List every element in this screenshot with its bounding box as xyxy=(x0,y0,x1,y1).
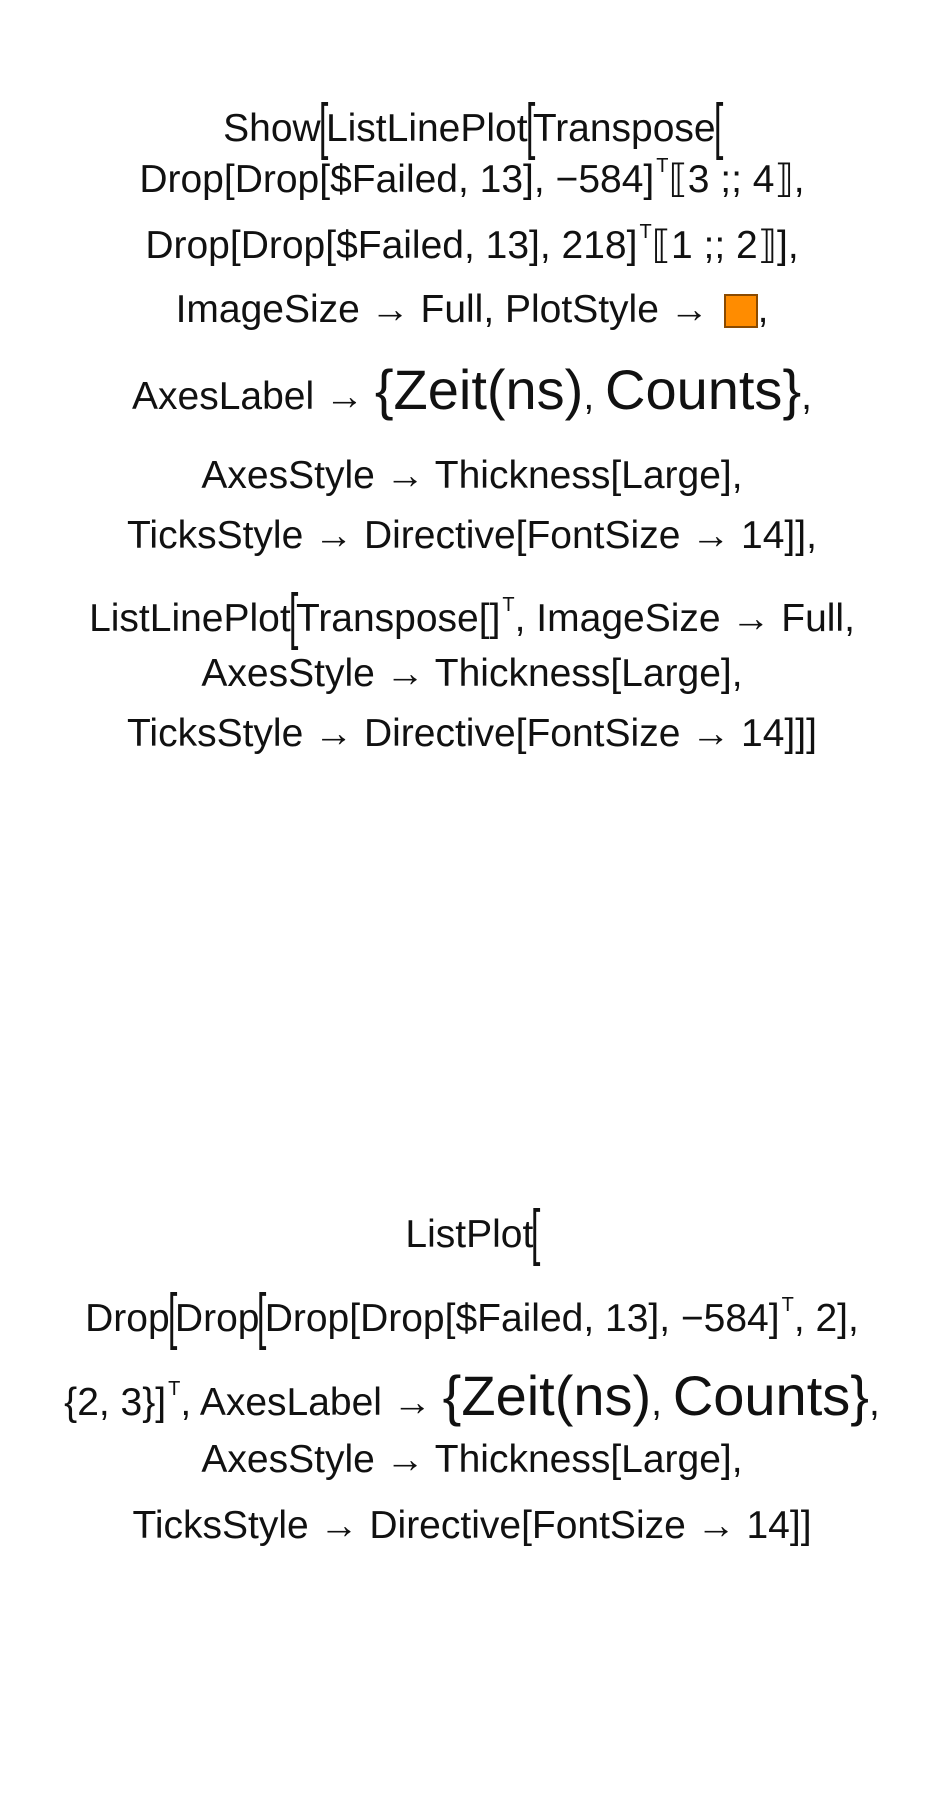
axes-label-option: AxesLabel → xyxy=(132,375,375,418)
code-line-4: ImageSize → Full, PlotStyle → , xyxy=(0,290,944,329)
axes-style-option: AxesStyle → Thickness[Large], xyxy=(201,1438,743,1481)
axis-label-y: Counts xyxy=(605,358,783,421)
fn-listplot: ListPlot xyxy=(405,1213,534,1256)
axes-style-option: AxesStyle → Thickness[Large], xyxy=(201,652,743,695)
bracket: [ xyxy=(318,92,329,161)
brace: } xyxy=(782,358,802,421)
code-line-8: ListLinePlot[Transpose[]T, ImageSize → F… xyxy=(0,586,944,648)
bracket: [ xyxy=(257,1282,267,1351)
transpose-superscript: T xyxy=(639,221,652,243)
axis-label-y: Counts xyxy=(672,1364,851,1427)
code-line-2: Drop[Drop[$Failed, 13], −584]T⟦3 ;; 4⟧, xyxy=(0,156,944,199)
bracket: [ xyxy=(531,1198,541,1267)
separator: , xyxy=(583,375,605,418)
drop-expr: Drop[Drop[$Failed, 13], −584] xyxy=(264,1297,780,1340)
fn-drop: Drop xyxy=(174,1297,260,1340)
fn-drop: Drop xyxy=(85,1297,170,1340)
code-line-2: Drop[Drop[Drop[Drop[$Failed, 13], −584]T… xyxy=(0,1286,944,1348)
bracket: [ xyxy=(288,582,299,651)
bracket: [ xyxy=(713,92,723,161)
image-size-option: , ImageSize → Full, xyxy=(514,597,855,640)
code-line-4: AxesStyle → Thickness[Large], xyxy=(0,1440,944,1479)
drop-arg: , 2], xyxy=(793,1297,859,1340)
fn-listlineplot: ListLinePlot xyxy=(89,597,291,640)
comma: , xyxy=(868,1381,880,1424)
fn-show: Show xyxy=(223,107,321,150)
transpose-superscript: T xyxy=(502,594,515,616)
comma: , xyxy=(757,288,769,331)
code-line-3: Drop[Drop[$Failed, 13], 218]T⟦1 ;; 2⟧], xyxy=(0,222,944,265)
axes-style-option: AxesStyle → Thickness[Large], xyxy=(201,454,743,497)
code-line-1: Show[ListLinePlot[Transpose[ xyxy=(0,96,944,158)
axes-label-option: , AxesLabel → xyxy=(180,1381,443,1424)
ticks-style-option: TicksStyle → Directive[FontSize → 14]], xyxy=(127,514,817,557)
code-line-3: {2, 3}]T, AxesLabel → {Zeit(ns), Counts}… xyxy=(0,1368,944,1424)
code-line-10: TicksStyle → Directive[FontSize → 14]]] xyxy=(0,714,944,753)
bracket: [ xyxy=(167,1282,178,1351)
separator: , xyxy=(651,1381,673,1424)
fn-listlineplot: ListLinePlot xyxy=(325,107,528,150)
drop-expr: Drop[Drop[$Failed, 13], −584] xyxy=(139,158,655,201)
part-spec: ⟦3 ;; 4⟧, xyxy=(668,158,805,201)
code-line-9: AxesStyle → Thickness[Large], xyxy=(0,654,944,693)
axis-label-x: Zeit(ns) xyxy=(461,1364,652,1427)
code-line-5: AxesLabel → {Zeit(ns), Counts}, xyxy=(0,362,944,418)
fn-transpose-empty: Transpose[] xyxy=(295,597,501,640)
drop-expr: Drop[Drop[$Failed, 13], 218] xyxy=(145,224,638,267)
drop-spec: {2, 3}] xyxy=(64,1381,167,1424)
orange-color-swatch[interactable] xyxy=(723,294,758,328)
transpose-superscript: T xyxy=(656,155,669,177)
bracket: [ xyxy=(525,92,535,161)
brace: { xyxy=(442,1364,462,1427)
part-spec: ⟦1 ;; 2⟧], xyxy=(651,224,799,267)
transpose-superscript: T xyxy=(781,1294,794,1316)
brace: { xyxy=(374,358,394,421)
comma: , xyxy=(801,375,812,418)
code-line-5: TicksStyle → Directive[FontSize → 14]] xyxy=(0,1506,944,1545)
brace: } xyxy=(850,1364,869,1427)
ticks-style-option: TicksStyle → Directive[FontSize → 14]] xyxy=(132,1504,812,1547)
image-size-option: ImageSize → Full, PlotStyle → xyxy=(175,288,720,331)
code-line-7: TicksStyle → Directive[FontSize → 14]], xyxy=(0,516,944,555)
code-line-6: AxesStyle → Thickness[Large], xyxy=(0,456,944,495)
fn-transpose: Transpose xyxy=(532,107,716,150)
axis-label-x: Zeit(ns) xyxy=(393,358,584,421)
transpose-superscript: T xyxy=(168,1378,181,1400)
code-line-1: ListPlot[ xyxy=(0,1202,944,1264)
ticks-style-option: TicksStyle → Directive[FontSize → 14]]] xyxy=(127,712,817,755)
